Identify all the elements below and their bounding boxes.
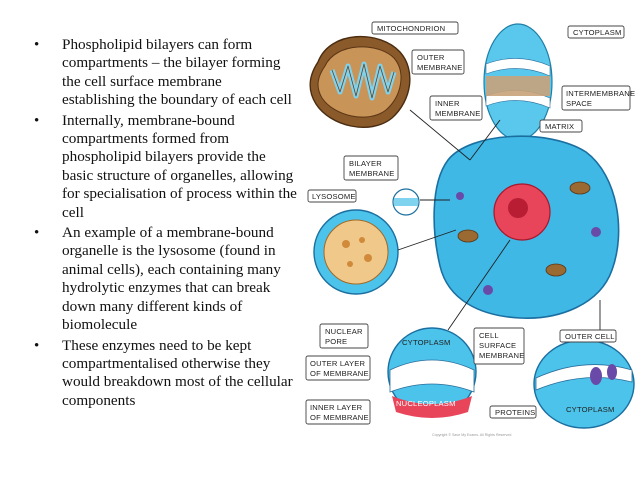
bullet-item: • Phospholipid bilayers can form compartm… (28, 36, 298, 110)
animal-cell-illustration (433, 135, 620, 319)
svg-text:MEMBRANE: MEMBRANE (349, 169, 394, 178)
bullet-text: Internally, membrane-bound compartments … (62, 111, 297, 221)
label-intermembrane-space: INTERMEMBRANE SPACE (561, 85, 635, 111)
lysosome-illustration (313, 209, 399, 295)
svg-text:PROTEINS: PROTEINS (495, 408, 535, 417)
bullet-text: These enzymes need to be kept compartmen… (62, 336, 293, 409)
svg-text:CELL: CELL (479, 331, 499, 340)
svg-text:INNER: INNER (435, 99, 460, 108)
bilayer-zoom (392, 188, 420, 216)
svg-text:OF MEMBRANE: OF MEMBRANE (310, 413, 369, 422)
label-outer-cell: OUTER CELL (559, 329, 617, 343)
svg-text:MITOCHONDRION: MITOCHONDRION (377, 24, 445, 33)
label-cytoplasm-top: CYTOPLASM (567, 25, 625, 39)
cell-membrane-diagram: MITOCHONDRION OUTER MEMBRANE CYTOPLASM I… (305, 21, 635, 437)
svg-text:MEMBRANE: MEMBRANE (479, 351, 524, 360)
copyright-text: Copyright © Save My Exams. All Rights Re… (432, 433, 511, 437)
label-nuclear-pore: NUCLEAR PORE (319, 323, 369, 349)
svg-text:PORE: PORE (325, 337, 347, 346)
label-cell-surface-membrane: CELL SURFACE MEMBRANE (473, 327, 525, 365)
svg-text:SURFACE: SURFACE (479, 341, 516, 350)
label-inner-layer-of-membrane: INNER LAYER OF MEMBRANE (305, 399, 371, 425)
label-mitochondrion: MITOCHONDRION (371, 21, 459, 35)
svg-text:MEMBRANE: MEMBRANE (435, 109, 480, 118)
nuclear-envelope-zoom (387, 327, 477, 418)
bullet-symbol: • (34, 37, 40, 53)
svg-text:MEMBRANE: MEMBRANE (417, 63, 462, 72)
label-outer-layer-of-membrane: OUTER LAYER OF MEMBRANE (305, 355, 371, 381)
svg-text:LYSOSOME: LYSOSOME (312, 192, 356, 201)
label-inner-membrane: INNER MEMBRANE (429, 95, 483, 121)
svg-text:OUTER CELL: OUTER CELL (565, 332, 615, 341)
svg-text:OUTER: OUTER (417, 53, 445, 62)
bullet-symbol: • (34, 337, 40, 354)
mitochondrion-illustration (309, 35, 411, 128)
svg-text:CYTOPLASM: CYTOPLASM (573, 28, 622, 37)
svg-text:INNER LAYER: INNER LAYER (310, 403, 363, 412)
bullet-text: An example of a membrane-bound organelle… (62, 224, 281, 334)
label-matrix: MATRIX (539, 119, 583, 133)
svg-text:NUCLEOPLASM: NUCLEOPLASM (396, 399, 456, 408)
svg-text:SPACE: SPACE (566, 99, 592, 108)
svg-text:NUCLEAR: NUCLEAR (325, 327, 363, 336)
bullet-item: • Internally, membrane-bound compartments… (28, 112, 298, 222)
label-proteins: PROTEINS (489, 405, 537, 419)
label-bilayer-membrane: BILAYER MEMBRANE (343, 155, 399, 181)
bullet-item: • An example of a membrane-bound organell… (28, 224, 298, 334)
callout-arrows (397, 109, 601, 340)
bullet-item: • These enzymes need to be kept compartme… (28, 337, 298, 411)
bullet-symbol: • (34, 112, 40, 129)
svg-text:CYTOPLASM: CYTOPLASM (566, 405, 615, 414)
bullet-symbol: • (34, 225, 40, 242)
membrane-zoom-top (483, 23, 553, 141)
svg-text:INTERMEMBRANE: INTERMEMBRANE (566, 89, 635, 98)
label-cytoplasm-bottom-right: CYTOPLASM (566, 405, 615, 414)
label-lysosome: LYSOSOME (307, 189, 357, 203)
cell-surface-membrane-zoom (533, 339, 635, 429)
svg-text:BILAYER: BILAYER (349, 159, 382, 168)
svg-text:OF MEMBRANE: OF MEMBRANE (310, 369, 369, 378)
svg-text:CYTOPLASM: CYTOPLASM (402, 338, 451, 347)
label-cytoplasm-mid: CYTOPLASM (402, 338, 451, 347)
label-outer-membrane: OUTER MEMBRANE (411, 49, 465, 75)
bullet-text: Phospholipid bilayers can form compartme… (62, 36, 292, 109)
svg-text:MATRIX: MATRIX (545, 122, 574, 131)
label-nucleoplasm: NUCLEOPLASM (396, 399, 456, 408)
bullet-list: • Phospholipid bilayers can form compartm… (28, 36, 298, 412)
svg-text:OUTER LAYER: OUTER LAYER (310, 359, 366, 368)
